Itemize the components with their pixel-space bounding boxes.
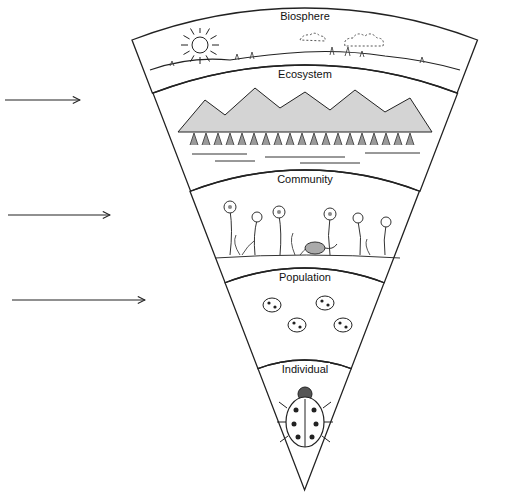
pointer-arrow	[8, 214, 110, 215]
flower-centre	[277, 210, 281, 214]
spot	[296, 435, 301, 440]
band-shape	[225, 268, 384, 369]
level-band: Individual	[258, 360, 351, 490]
flower-centre	[228, 205, 232, 209]
level-label: Ecosystem	[276, 68, 334, 81]
cloud	[345, 34, 384, 46]
level-label: Community	[275, 173, 335, 186]
flowers	[224, 201, 391, 227]
level-band: Community	[190, 170, 419, 283]
flower-centre	[328, 212, 332, 216]
spot	[326, 303, 329, 306]
spot	[292, 422, 297, 427]
flower-stems	[230, 210, 386, 255]
ladybug	[263, 298, 281, 312]
band-shape	[132, 8, 477, 93]
spot	[298, 325, 301, 328]
band-outline	[190, 170, 421, 285]
ladybug-wing-line	[305, 399, 306, 447]
flower	[353, 213, 363, 223]
leaves	[235, 233, 370, 255]
flower	[381, 217, 391, 227]
flower	[273, 206, 285, 218]
band-outline	[258, 360, 353, 492]
grass	[170, 47, 424, 66]
band-shape	[258, 360, 351, 490]
sun-disc	[192, 37, 208, 53]
level-label: Individual	[280, 363, 330, 376]
ladybug-group	[263, 296, 352, 332]
level-label: Population	[277, 271, 333, 284]
mouse	[305, 242, 325, 254]
spot	[312, 408, 317, 413]
spot	[320, 299, 323, 302]
mouse-tail	[325, 244, 337, 249]
ladybug-spots	[292, 408, 319, 440]
flower	[324, 208, 336, 220]
pointer-arrow	[12, 299, 145, 300]
ladybug	[334, 318, 352, 332]
spot	[294, 408, 299, 413]
band-shape	[190, 170, 419, 283]
ladybug-spots	[267, 299, 347, 328]
spot	[310, 435, 315, 440]
water	[192, 153, 420, 163]
spot	[267, 301, 270, 304]
spot	[273, 305, 276, 308]
ladybug	[316, 296, 334, 310]
pointer-arrow	[5, 99, 80, 100]
flower-centres	[228, 205, 332, 216]
mountains	[178, 88, 432, 132]
ladybug-body	[286, 397, 324, 447]
trees	[190, 133, 414, 145]
ladybug	[288, 318, 306, 332]
spot	[292, 321, 295, 324]
spot	[338, 321, 341, 324]
cloud	[300, 33, 325, 41]
spot	[344, 325, 347, 328]
flower	[224, 201, 236, 213]
flower	[252, 212, 262, 222]
spot	[314, 422, 319, 427]
band-shape	[153, 65, 458, 191]
ground	[215, 255, 400, 258]
level-band: Population	[225, 268, 384, 369]
level-label: Biosphere	[278, 10, 332, 23]
